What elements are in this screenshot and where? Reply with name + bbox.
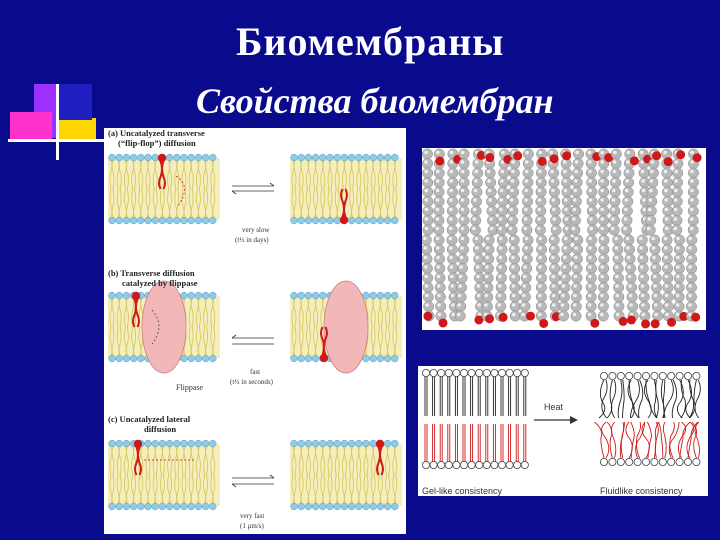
section-b-title-1: (b) Transverse diffusion bbox=[108, 268, 195, 278]
lipid-bilayer bbox=[108, 280, 220, 374]
section-a-title-1: (a) Uncatalyzed transverse bbox=[108, 128, 205, 138]
flippase-label: Flippase bbox=[176, 383, 204, 392]
section-c-title-2: diffusion bbox=[144, 424, 176, 434]
gel-phase-lipids bbox=[422, 369, 529, 470]
lipid-bilayer bbox=[290, 153, 402, 225]
heat-arrow-icon bbox=[534, 416, 578, 424]
slide-subtitle: Свойства биомембран bbox=[196, 81, 554, 121]
section-b-rate-2: (t½ in seconds) bbox=[230, 378, 274, 386]
section-a-title-2: (“flip-flop”) diffusion bbox=[118, 138, 196, 148]
section-a-rate-1: very slow bbox=[242, 226, 270, 234]
lipid-bilayer bbox=[290, 439, 402, 511]
section-a-rate-2: (t½ in days) bbox=[235, 236, 269, 244]
fluid-phase-lipids bbox=[594, 372, 701, 467]
diffusion-figure: (a) Uncatalyzed transverse (“flip-flop”)… bbox=[104, 128, 406, 534]
lipid-bilayer-model bbox=[420, 148, 706, 330]
equilibrium-arrows-b bbox=[231, 334, 274, 345]
lipid-bilayer bbox=[108, 153, 220, 225]
section-c-title-1: (c) Uncatalyzed lateral bbox=[108, 414, 191, 424]
section-b-rate-1: fast bbox=[250, 368, 260, 376]
slide-title: Биомембраны bbox=[236, 19, 505, 64]
equilibrium-arrows-c bbox=[231, 474, 275, 488]
lipid-bilayer bbox=[290, 280, 402, 374]
decorative-logo-icon bbox=[8, 84, 104, 160]
fluid-caption: Fluidlike consistency bbox=[600, 486, 683, 496]
section-b-title-2: catalyzed by flippase bbox=[122, 278, 198, 288]
section-c-rate-2: (1 μm/s) bbox=[240, 522, 264, 530]
equilibrium-arrows-a bbox=[231, 182, 275, 195]
heat-label: Heat bbox=[544, 402, 564, 412]
phase-transition-figure: Heat Gel-like consistency Fluidlike cons… bbox=[418, 366, 708, 496]
lipid-bilayer bbox=[108, 439, 220, 511]
lipid-chains bbox=[420, 148, 702, 329]
section-c-rate-1: very fast bbox=[240, 512, 264, 520]
gel-caption: Gel-like consistency bbox=[422, 486, 503, 496]
